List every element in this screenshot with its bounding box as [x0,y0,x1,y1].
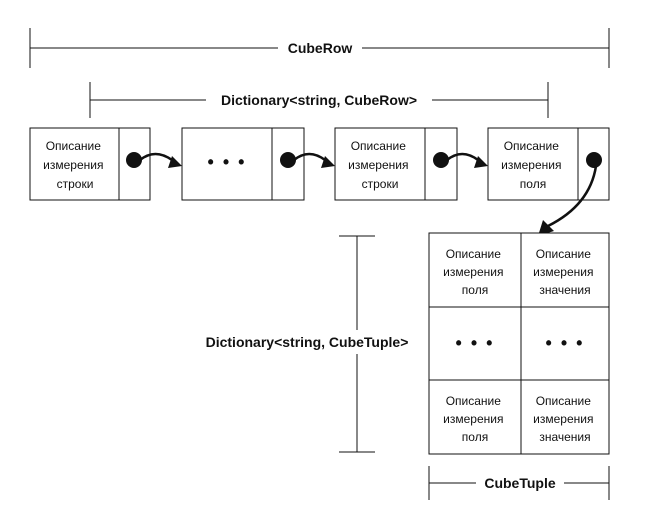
dictionary-cuberow-dimension: Dictionary<string, CubeRow> [89,82,549,118]
cuberow-dimension: CubeRow [29,28,610,68]
dict-tuple-label-bg [196,330,418,354]
node-2-ellipsis: • • • [208,152,247,172]
dictionary-cubetuple-dimension: Dictionary<string, CubeTuple> [196,235,418,453]
tuple-cell-r3c2: Описание измерения значения [533,394,597,444]
cubetuple-label: CubeTuple [484,475,556,491]
arrowhead-node3 [321,156,335,168]
chain-arrows [139,152,598,236]
chain-node-1: Описание измерения строки [29,127,151,201]
cuberow-label: CubeRow [288,40,353,56]
chain-node-4: Описание измерения поля [487,127,610,201]
node-2-pointer-dot [280,152,296,168]
node-4-pointer-dot [586,152,602,168]
tuple-cell-r1c1: Описание измерения поля [443,247,507,297]
dictionary-cubetuple-label: Dictionary<string, CubeTuple> [206,334,409,350]
node-4-text: Описание измерения поля [501,139,565,191]
arrow-node4-to-tuple [547,165,598,228]
arrowhead-node2 [168,156,182,168]
node-1-text: Описание измерения строки [43,139,107,191]
tuple-cell-r2c2: • • • [546,333,585,353]
chain-node-2: • • • [181,127,305,201]
node-3-text: Описание измерения строки [348,139,412,191]
cubetuple-dimension: CubeTuple [428,466,610,500]
arrow-node2-to-node3 [293,152,326,162]
arrow-node3-to-node4 [446,152,479,162]
tuple-grid: Описание измерения поля Описание измерен… [428,232,610,455]
chain-node-3: Описание измерения строки [334,127,458,201]
tuple-cell-r1c2: Описание измерения значения [533,247,597,297]
node-1-pointer-dot [126,152,142,168]
tuple-cell-r3c1: Описание измерения поля [443,394,507,444]
dictionary-cuberow-label: Dictionary<string, CubeRow> [221,92,417,108]
arrowhead-node4 [474,156,488,168]
arrow-node1-to-node2 [139,152,173,162]
node-3-pointer-dot [433,152,449,168]
tuple-cell-r2c1: • • • [456,333,495,353]
tuple-grid-frame [428,232,610,455]
arrowhead-tuple [538,220,554,236]
